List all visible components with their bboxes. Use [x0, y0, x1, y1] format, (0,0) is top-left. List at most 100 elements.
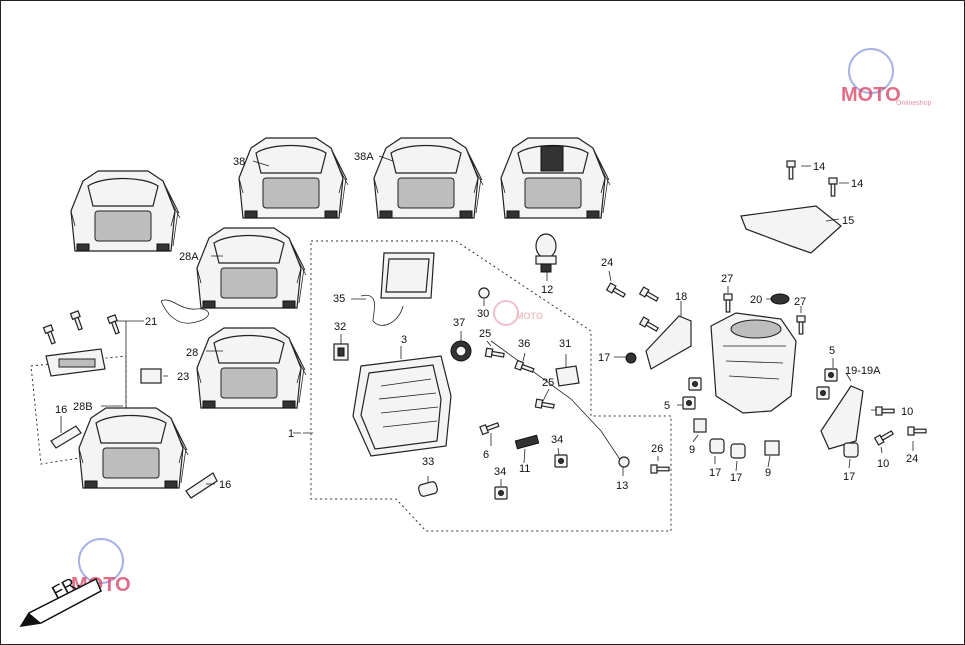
- nut-17-upper: [625, 352, 637, 364]
- callout-25-upper: 25: [479, 328, 491, 340]
- headlight-cowl-28b: [78, 407, 189, 489]
- svg-text:Onlineshop: Onlineshop: [896, 100, 932, 107]
- callout-28b: 28B: [73, 401, 93, 413]
- callout-28: 28: [186, 347, 198, 359]
- bolt-24-upper: [606, 282, 627, 300]
- callout-13: 13: [616, 480, 628, 492]
- callout-24-upper: 24: [601, 257, 613, 269]
- callout-24-right: 24: [906, 453, 918, 465]
- svg-text:MOTO: MOTO: [841, 84, 901, 106]
- nut-34-right: [554, 454, 568, 468]
- bolt-27-right: [796, 315, 806, 335]
- callout-12: 12: [541, 284, 553, 296]
- callout-1: 1: [288, 428, 294, 440]
- screw-36: [514, 359, 536, 375]
- callout-18: 18: [675, 291, 687, 303]
- callout-35: 35: [333, 293, 345, 305]
- watermark-logo-mid: MOTO: [493, 300, 543, 326]
- link-plate-16-lower: [185, 472, 218, 499]
- bracket-19: [820, 385, 864, 450]
- headlight-cowl-28a: [196, 227, 307, 309]
- clip-9-left: [693, 418, 707, 433]
- grommet-20: [770, 293, 790, 305]
- wire-harness: [360, 294, 404, 326]
- bolt-14-right: [828, 177, 838, 197]
- bracket-31: [555, 365, 580, 387]
- washer-30: [478, 287, 490, 299]
- headlight-cowl-38a: [373, 137, 484, 219]
- callout-38a: 38A: [354, 151, 374, 163]
- callout-30: 30: [477, 308, 489, 320]
- callout-32: 32: [334, 321, 346, 333]
- callout-27-left: 27: [721, 273, 733, 285]
- callout-17-a: 17: [709, 467, 721, 479]
- callout-14-left: 14: [813, 161, 825, 173]
- pad-23: [140, 368, 162, 384]
- callout-17-c: 17: [843, 471, 855, 483]
- nut-5-right: [824, 368, 838, 382]
- svg-text:MOTO: MOTO: [516, 311, 543, 321]
- callout-17-upper: 17: [598, 352, 610, 364]
- clip-32: [333, 343, 349, 361]
- callout-9-right: 9: [765, 467, 771, 479]
- callout-17-b: 17: [730, 472, 742, 484]
- callout-14-right: 14: [851, 178, 863, 190]
- callout-6: 6: [483, 449, 489, 461]
- callout-9-left: 9: [689, 444, 695, 456]
- nut-5-lower: [682, 396, 696, 410]
- watermark-logo-top: MOTO Onlineshop: [841, 48, 932, 107]
- grommet-33: [418, 481, 438, 497]
- collar-17-a: [709, 438, 725, 454]
- collar-17-b: [730, 443, 746, 459]
- bolt-24-right: [907, 426, 927, 436]
- bolt-25-lower: [534, 398, 556, 411]
- assembly-outline: [310, 240, 672, 532]
- callout-5-left: 5: [664, 400, 670, 412]
- wire-21: [160, 299, 209, 324]
- mount-bracket-left: [45, 348, 106, 377]
- callout-16-upper: 16: [55, 404, 67, 416]
- callout-10-upper: 10: [901, 406, 913, 418]
- callout-5-right: 5: [829, 345, 835, 357]
- bolt-14-left: [786, 160, 796, 180]
- callout-20: 20: [750, 294, 762, 306]
- spring-11: [514, 434, 540, 450]
- headlight-case: [710, 312, 797, 414]
- bolt-left-1: [42, 324, 58, 346]
- callout-37: 37: [453, 317, 465, 329]
- callout-11: 11: [519, 463, 530, 475]
- collar-17-c: [843, 442, 859, 458]
- headlight-cowl-part: [70, 170, 181, 252]
- callout-3: 3: [401, 334, 407, 346]
- callout-27-right: 27: [794, 296, 806, 308]
- bolt-25-upper: [484, 347, 506, 360]
- callout-19-19a: 19-19A: [845, 365, 881, 377]
- callout-15: 15: [842, 215, 854, 227]
- callout-26: 26: [651, 443, 663, 455]
- headlight-cowl-28: [196, 327, 307, 409]
- bracket-18: [645, 315, 692, 370]
- callout-34-left: 34: [494, 466, 506, 478]
- headlight-cowl-38: [238, 137, 349, 219]
- nut-right-lower: [816, 386, 830, 400]
- bulb-socket: [450, 340, 472, 362]
- link-plate-16-upper: [50, 425, 82, 449]
- callout-labels: 38 38A 28A 28 28B 21 23 16 16 1 35 32 3 …: [55, 151, 918, 492]
- callout-10-lower: 10: [877, 458, 889, 470]
- headlight-cowl-bracketed: [500, 137, 611, 219]
- bolt-10-upper: [875, 406, 895, 416]
- bracket-15: [740, 205, 842, 254]
- nut-34-left: [494, 486, 508, 500]
- headlight-unit: [352, 355, 452, 457]
- bolt-left-3: [106, 314, 122, 336]
- callout-25-lower: 25: [542, 377, 554, 389]
- screw-6: [479, 420, 501, 436]
- headlight-bulb: [535, 233, 557, 273]
- callout-23: 23: [177, 371, 189, 383]
- clip-9-right: [764, 440, 780, 456]
- callout-36: 36: [518, 338, 530, 350]
- bolt-lower-mid: [639, 316, 660, 334]
- callout-21: 21: [145, 316, 157, 328]
